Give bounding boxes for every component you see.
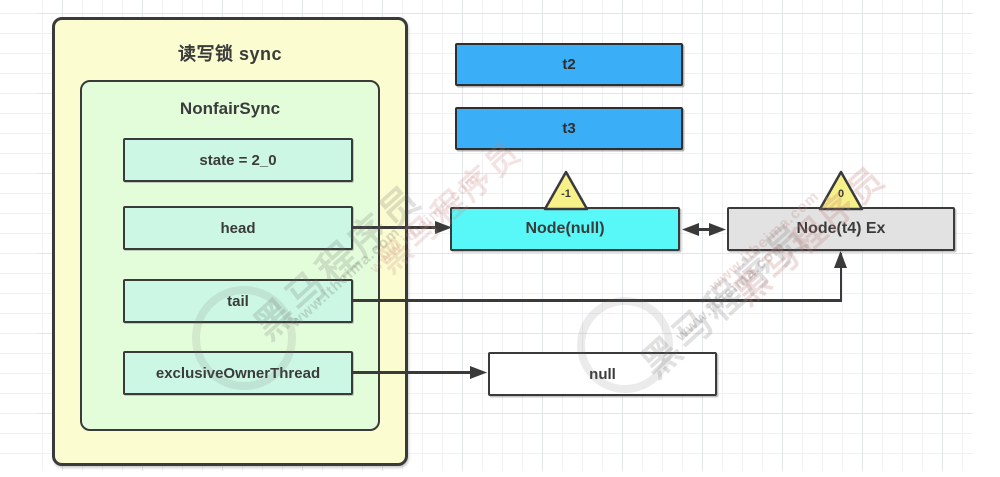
node-tail-label: Node(t4) Ex xyxy=(796,220,886,237)
field-tail-label: tail xyxy=(227,292,249,310)
node-head-label: Node(null) xyxy=(525,220,605,237)
arrow-line xyxy=(353,371,472,374)
grid-left-margin xyxy=(0,0,36,471)
arrow-line xyxy=(839,253,842,301)
arrow-line xyxy=(694,228,714,231)
triangle-icon xyxy=(543,170,589,211)
thread-t3-label: t3 xyxy=(562,120,576,137)
owner-null-label: null xyxy=(589,365,616,383)
field-exclusiveownerthread-label: exclusiveOwnerThread xyxy=(155,364,321,382)
thread-t2-label: t2 xyxy=(562,56,576,73)
waitstatus-head-value: -1 xyxy=(561,188,571,200)
field-state: state = 2_0 xyxy=(123,138,353,182)
node-tail-box: Node(t4) Ex xyxy=(727,207,955,251)
node-head-box: Node(null) xyxy=(450,207,680,251)
triangle-icon xyxy=(818,170,864,211)
waitstatus-triangle-head: -1 xyxy=(542,169,590,211)
nonfairsync-title: NonfairSync xyxy=(179,99,281,118)
sync-container-title: 读写锁 sync xyxy=(177,44,283,64)
arrow-line xyxy=(353,299,842,302)
thread-t3-box: t3 xyxy=(455,107,683,150)
field-exclusiveownerthread: exclusiveOwnerThread xyxy=(123,351,353,395)
owner-null-box: null xyxy=(488,352,717,396)
arrow-line xyxy=(353,226,438,229)
field-tail: tail xyxy=(123,279,353,323)
field-head-label: head xyxy=(220,219,256,237)
waitstatus-tail-value: 0 xyxy=(837,188,845,200)
thread-t2-box: t2 xyxy=(455,43,683,86)
waitstatus-triangle-tail: 0 xyxy=(817,169,865,211)
field-head: head xyxy=(123,206,353,250)
field-state-label: state = 2_0 xyxy=(199,151,277,169)
